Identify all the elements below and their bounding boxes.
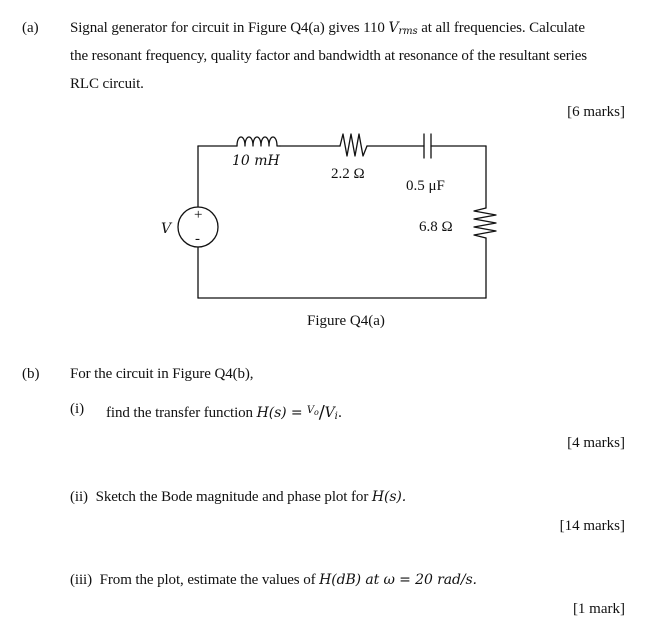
source-label: V <box>161 221 173 237</box>
item-ii-math: H(s). <box>371 489 407 505</box>
item-ii-text: Sketch the Bode magnitude and phase plot… <box>95 489 369 505</box>
capacitor-value-label: 0.5 μF <box>406 178 445 194</box>
part-a-label: (a) <box>22 20 39 36</box>
item-ii-label: (ii) <box>70 489 88 505</box>
inductor-coil <box>236 136 281 147</box>
resistor-top-value-label: 2.2 Ω <box>331 166 365 182</box>
part-a-question-line-2: the resonant frequency, quality factor a… <box>70 48 588 64</box>
source-plus-sign: + <box>194 207 202 223</box>
part-b-item-i-label: (i) <box>70 401 85 417</box>
item-iii-math: H(dB) at ω = 20 rad/s. <box>319 572 477 588</box>
part-b-item-ii-marks: [14 marks] <box>559 518 625 534</box>
fraction-numerator: Vo <box>306 405 319 417</box>
resistor-right-value-label: 6.8 Ω <box>419 219 453 235</box>
part-a-question-line-3: RLC circuit. <box>70 76 144 92</box>
item-iii-text: From the plot, estimate the values of <box>99 572 316 588</box>
part-b-item-i-marks: [4 marks] <box>567 435 625 451</box>
item-iii-label: (iii) <box>70 572 92 588</box>
part-b-label: (b) <box>22 366 40 382</box>
part-b-item-iii-text: (iii) From the plot, estimate the values… <box>70 572 477 589</box>
fraction-slash: / <box>318 402 325 423</box>
part-a-question-line-1: Signal generator for circuit in Figure Q… <box>70 20 585 37</box>
fraction-denominator: Vi <box>324 405 338 422</box>
figure-caption: Figure Q4(a) <box>307 313 385 329</box>
rms-subscript: rms <box>398 26 418 37</box>
part-a-line-1-tail: at all frequencies. Calculate <box>421 20 585 36</box>
resistor-top-zigzag <box>339 133 368 157</box>
part-b-item-ii-text: (ii) Sketch the Bode magnitude and phase… <box>70 489 406 506</box>
resistor-right-zigzag <box>473 207 497 239</box>
part-a-voltage-symbol: Vrms <box>388 20 418 37</box>
part-a-marks: [6 marks] <box>567 104 625 120</box>
source-minus-sign: - <box>195 231 200 247</box>
part-b-item-i-text: find the transfer function H(s) = Vo/Vi. <box>106 401 343 423</box>
transfer-function-expression: H(s) = Vo/Vi. <box>256 402 343 423</box>
part-a-line-1-text: Signal generator for circuit in Figure Q… <box>70 20 385 36</box>
part-b-intro: For the circuit in Figure Q4(b), <box>70 366 254 382</box>
voltage-source-circle <box>177 206 219 248</box>
item-i-text: find the transfer function <box>106 405 253 421</box>
part-b-item-iii-marks: [1 mark] <box>572 601 625 617</box>
inductor-value-label: 10 mH <box>232 153 281 169</box>
